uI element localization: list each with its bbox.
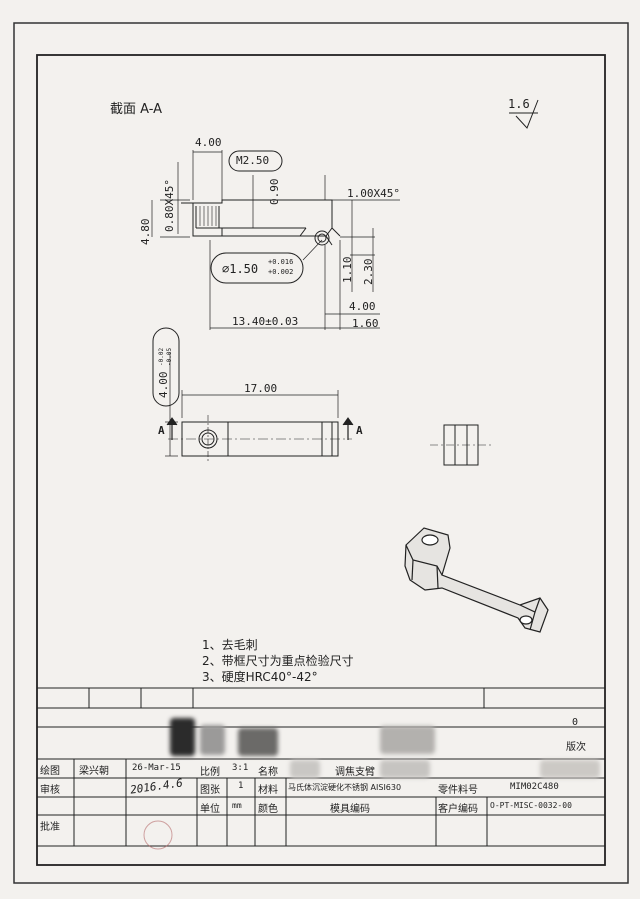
- section-label-a-right: A: [356, 424, 363, 437]
- note-1: 1、去毛刺: [202, 638, 258, 652]
- dim-m2.50: M2.50: [236, 154, 270, 167]
- dim-4.00-tol-upper: -0.02: [158, 347, 165, 366]
- dim-phi-1.50: ∅1.50: [222, 262, 259, 276]
- scale-value: 3:1: [232, 763, 249, 773]
- side-view: [430, 424, 492, 466]
- unit-label: 单位: [200, 804, 220, 815]
- isometric-view: [404, 527, 549, 633]
- customer-code: O-PT-MISC-0032-00: [490, 801, 572, 810]
- dim-phi-tol-lower: +0.002: [268, 268, 294, 276]
- revision-label: 版次: [566, 742, 586, 753]
- part-number-label: 零件料号: [438, 785, 478, 796]
- front-view: [152, 327, 354, 463]
- note-3: 3、硬度HRC40°-42°: [202, 670, 318, 684]
- roughness-value: 1.6: [508, 97, 530, 111]
- redacted-block: [540, 760, 600, 778]
- part-number: MIM02C480: [510, 782, 559, 792]
- dim-4.80: 4.80: [139, 218, 152, 246]
- dim-1.10: 1.10: [341, 256, 354, 284]
- roughness-symbol: [509, 99, 539, 129]
- dim-1.60: 1.60: [352, 317, 379, 330]
- title-block: [36, 687, 606, 866]
- section-view: [151, 150, 400, 330]
- title-block-stamp: [143, 820, 173, 850]
- dim-phi-tol-upper: +0.016: [268, 258, 294, 266]
- redacted-block: [200, 725, 225, 755]
- dim-4.00-tol-lower: -0.05: [166, 347, 173, 366]
- name-label: 名称: [258, 767, 278, 778]
- color-label: 颜色: [258, 804, 278, 815]
- dim-17.00: 17.00: [244, 382, 278, 395]
- redacted-block: [290, 760, 320, 778]
- dim-2.30: 2.30: [362, 258, 375, 286]
- dim-4.00-side: 4.00: [157, 371, 170, 399]
- redacted-block: [238, 728, 278, 756]
- drawn-label: 绘图: [40, 766, 60, 777]
- inner-border: [36, 54, 606, 866]
- redacted-block: [380, 726, 435, 754]
- material-value: 马氏体沉淀硬化不锈钢 AISI630: [288, 783, 402, 792]
- drawn-date: 26-Mar-15: [132, 763, 181, 773]
- dim-4.00-top: 4.00: [195, 136, 222, 149]
- section-label-a-left: A: [158, 424, 165, 437]
- scale-label: 比例: [200, 767, 220, 778]
- note-2: 2、带框尺寸为重点检验尺寸: [202, 654, 354, 668]
- mold-code-label: 模具编码: [330, 804, 370, 815]
- unit-value: mm: [232, 801, 242, 810]
- redacted-block: [380, 760, 430, 778]
- dim-0.90: 0.90: [268, 178, 281, 206]
- outer-border: [13, 22, 629, 884]
- customer-code-label: 客户编码: [438, 804, 478, 815]
- sheets-label: 图张: [200, 785, 220, 796]
- redacted-block: [170, 718, 195, 756]
- dim-4.00-right: 4.00: [349, 300, 376, 313]
- part-name: 调焦支臂: [335, 767, 375, 778]
- material-label: 材料: [258, 785, 278, 796]
- sheets-value: 1: [238, 781, 244, 791]
- approve-label: 批准: [40, 822, 60, 833]
- dim-0.80x45: 0.80X45°: [163, 179, 176, 232]
- dim-13.40: 13.40±0.03: [232, 315, 299, 328]
- review-label: 审核: [40, 785, 60, 796]
- dim-1.00x45: 1.00X45°: [347, 187, 400, 200]
- drawn-name: 梁兴朝: [79, 766, 109, 777]
- revision-number: 0: [572, 717, 579, 728]
- section-title: 截面 A-A: [110, 102, 163, 117]
